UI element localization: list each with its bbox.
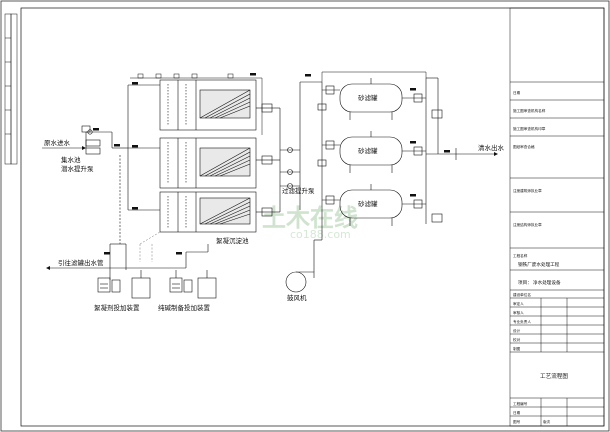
label-lift-pump: 潜水提升泵 bbox=[61, 164, 94, 173]
tb-role-6: 制图 bbox=[513, 346, 521, 351]
tb-sheet-no: 版次 bbox=[543, 419, 551, 424]
tb-row-mid-2: 注册结构师执业章 bbox=[513, 222, 542, 227]
label-dosing-device: 絮凝剂投加装置 bbox=[94, 303, 140, 312]
tank-outlet-piping bbox=[256, 82, 301, 217]
tb-row-top-3: 图纸审查合格 bbox=[513, 144, 535, 149]
tb-role-4: 设计 bbox=[513, 328, 521, 333]
dosing-device bbox=[97, 243, 151, 299]
label-sedimentation-tank: 絮凝沉淀池 bbox=[216, 236, 249, 245]
control-lines bbox=[139, 231, 161, 262]
tb-sheet-label: 图号 bbox=[513, 419, 521, 424]
label-sand-filter-1: 砂滤罐 bbox=[358, 93, 378, 102]
collection-well bbox=[81, 125, 113, 155]
reuse-pipe-arrow bbox=[46, 266, 50, 270]
sedimentation-tank-3 bbox=[159, 191, 257, 233]
feed-header bbox=[112, 84, 160, 244]
tb-role-3: 专业负责人 bbox=[513, 319, 531, 324]
label-soda-ash-dosing: 纯碱制备投加装置 bbox=[158, 303, 211, 312]
watermark-main: 土木在线 bbox=[262, 204, 358, 232]
blower bbox=[285, 215, 323, 293]
tb-date-top: 日期 bbox=[513, 90, 521, 95]
sedimentation-tank-1 bbox=[159, 79, 257, 131]
filter-outlet-header bbox=[402, 77, 496, 224]
title-block bbox=[509, 7, 605, 427]
tb-row-top-2: 施工图审查机构印章 bbox=[513, 126, 546, 131]
tb-role-2: 审核人 bbox=[513, 310, 524, 315]
tb-row-mid-1: 注册建筑师执业章 bbox=[513, 188, 542, 193]
label-collection-well: 集水池 bbox=[61, 155, 81, 164]
reuse-pipe bbox=[48, 244, 209, 269]
label-raw-water-inlet: 原水进水 bbox=[44, 138, 71, 147]
left-margin-strip bbox=[4, 13, 18, 165]
tb-drawing-title: 工艺流程图 bbox=[540, 372, 568, 380]
tb-item-name: 净水处理设备 bbox=[533, 279, 561, 286]
tb-row-top-1: 施工图审查机构名称 bbox=[513, 108, 546, 113]
label-reuse-pipe: 引往滤罐出水管 bbox=[58, 258, 104, 267]
watermark: 土木在线 co188.com bbox=[262, 204, 358, 241]
tb-project-heading: 工程名称 bbox=[513, 253, 528, 258]
tb-drawing-no: 工程编号 bbox=[513, 401, 528, 406]
sedimentation-tank-2 bbox=[159, 137, 257, 189]
title-block-text: 日期 施工图审查机构名称 施工图审查机构印章 图纸审查合格 注册建筑师执业章 注… bbox=[513, 90, 568, 424]
raw-water-inlet: 原水进水 bbox=[42, 138, 86, 150]
tb-role-1: 审定人 bbox=[513, 301, 524, 306]
filter-feed-header bbox=[300, 81, 340, 215]
label-sand-filter-2: 砂滤罐 bbox=[358, 146, 378, 155]
soda-ash-dosing bbox=[169, 270, 217, 299]
label-clean-water-outlet: 清水出水 bbox=[478, 143, 505, 152]
tb-role-5: 校对 bbox=[513, 337, 521, 342]
tb-project-name: 钢铁厂废水处理工程 bbox=[518, 261, 560, 268]
label-blower: 鼓风机 bbox=[287, 293, 307, 302]
tb-item-label: 项目： bbox=[518, 280, 532, 286]
clean-water-arrow bbox=[494, 152, 498, 156]
instrument-tags bbox=[93, 73, 450, 255]
watermark-sub: co188.com bbox=[290, 228, 351, 241]
tb-date-bottom: 日期 bbox=[513, 410, 521, 415]
tb-design-unit: 建设单位名 bbox=[513, 292, 531, 297]
backwash-line bbox=[321, 71, 427, 82]
label-sand-filter-3: 砂滤罐 bbox=[358, 199, 378, 208]
label-filter-feed-pump: 过滤提升泵 bbox=[282, 186, 315, 195]
